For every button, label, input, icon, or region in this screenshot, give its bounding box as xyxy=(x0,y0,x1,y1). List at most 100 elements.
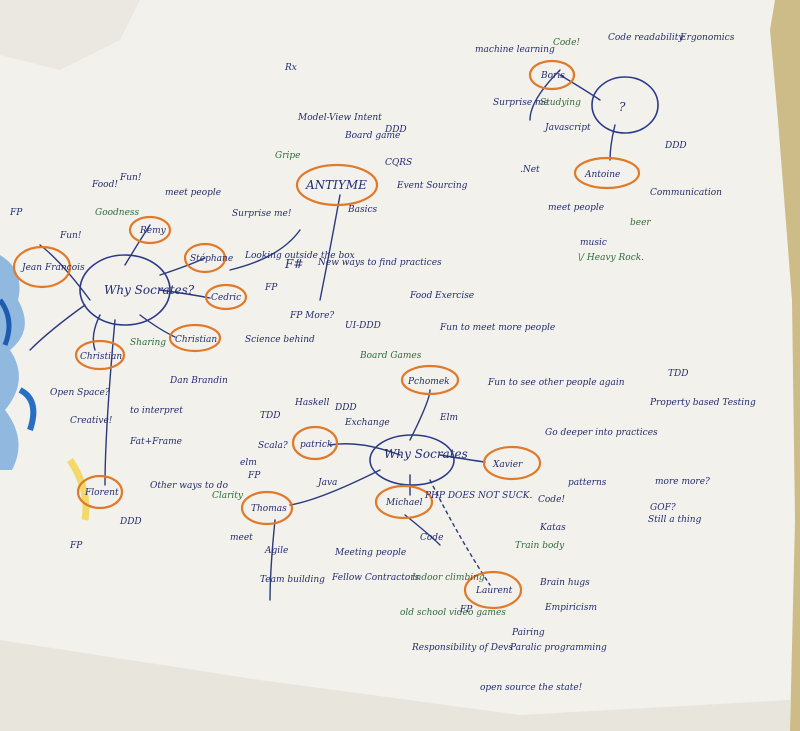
node-jean-francois: Jean Francois xyxy=(20,263,85,273)
node-laurent: Laurent xyxy=(475,586,513,596)
node-antoine: Antoine xyxy=(584,170,620,180)
note: Train body xyxy=(515,541,565,551)
note: Brain hugs xyxy=(539,578,590,588)
note: beer xyxy=(630,218,651,228)
note: Paralic programming xyxy=(509,643,607,653)
note: FP xyxy=(459,605,473,615)
node-antiyme: ANTIYME xyxy=(305,178,367,192)
note: Fun! xyxy=(119,173,142,183)
note: Code! xyxy=(538,495,565,505)
note: TDD xyxy=(260,411,280,421)
note: Empiricism xyxy=(544,603,597,613)
note: Food! xyxy=(91,180,118,190)
note: Fun to see other people again xyxy=(487,378,625,388)
note: FP More? xyxy=(289,311,334,321)
node-question: ? xyxy=(619,100,626,114)
node-thomas: Thomas xyxy=(251,504,287,514)
note: Team building xyxy=(260,575,325,585)
connection-lines xyxy=(29,69,616,601)
note: Code readability xyxy=(608,33,684,43)
note: DDD xyxy=(384,125,407,135)
note: DDD xyxy=(119,517,142,527)
note: machine learning xyxy=(475,45,555,55)
note: Exchange xyxy=(344,418,390,428)
note: Creative! xyxy=(70,416,113,426)
note: GOF? xyxy=(650,503,676,513)
note: Indoor climbing xyxy=(411,573,485,583)
note: Fat+Frame xyxy=(129,437,182,447)
note: Goodness xyxy=(95,208,140,218)
note: Studying xyxy=(540,98,581,108)
node-remy: Remy xyxy=(139,226,167,236)
note: more more? xyxy=(655,477,710,487)
note: Communication xyxy=(650,188,722,198)
note: Rx xyxy=(284,63,297,73)
node-michael: Michael xyxy=(385,498,423,508)
node-why-socrates-left: Why Socrates? xyxy=(104,283,195,297)
note: Clarity xyxy=(212,491,244,501)
note: Basics xyxy=(347,205,378,215)
note: Elm xyxy=(439,413,458,423)
bubble-labels: Why Socrates? Jean Francois Remy Stéphan… xyxy=(20,71,626,596)
node-boris: Boris xyxy=(540,71,565,81)
note: Fun! xyxy=(59,231,82,241)
note: Haskell xyxy=(294,398,329,408)
note: DDD xyxy=(334,403,357,413)
note: Property based Testing xyxy=(649,398,756,408)
node-cedric: Cedric xyxy=(211,293,241,303)
paper-fold xyxy=(0,640,790,731)
note: patterns xyxy=(568,478,607,488)
note: FP xyxy=(69,541,83,551)
free-notes: FP Fun! Food! Fun! meet people Goodness … xyxy=(9,33,756,693)
note: PHP DOES NOT SUCK. xyxy=(424,491,532,501)
note: Science behind xyxy=(245,335,315,345)
note: Fun to meet more people xyxy=(439,323,555,333)
note: Exercise xyxy=(434,291,474,301)
note: music xyxy=(580,238,607,248)
note: DDD xyxy=(664,141,687,151)
note: Food xyxy=(409,291,433,301)
node-why-socrates-center: Why Socrates xyxy=(384,447,468,461)
note: Meeting people xyxy=(334,548,406,558)
note: Katas xyxy=(539,523,566,533)
note: meet people xyxy=(548,203,604,213)
note: Scala? xyxy=(258,441,288,451)
note: Looking outside the box xyxy=(244,251,355,261)
note: Still a thing xyxy=(648,515,702,525)
note: Java xyxy=(316,478,337,488)
note: FP xyxy=(264,283,278,293)
node-stephane: Stéphane xyxy=(190,253,233,264)
note: Board game xyxy=(344,131,400,141)
note: FP xyxy=(247,471,261,481)
note: F# xyxy=(284,257,303,271)
note: Code xyxy=(420,533,443,543)
note: Sharing xyxy=(130,338,166,348)
node-florent: Florent xyxy=(84,488,119,498)
note: New ways to find practices xyxy=(317,258,442,268)
node-xavier: Xavier xyxy=(492,460,523,470)
note: Board Games xyxy=(359,351,422,361)
note: Surprise me xyxy=(493,98,549,108)
note: Code! xyxy=(553,38,580,48)
note: Javascript xyxy=(543,123,591,133)
note: Agile xyxy=(264,546,288,556)
note: UI-DDD xyxy=(345,321,381,331)
node-christian-2: Christian xyxy=(80,352,122,362)
note: TDD xyxy=(668,369,688,379)
note: Fellow Contractors xyxy=(331,573,420,583)
note: \/ Heavy Rock. xyxy=(578,253,644,263)
blue-marker-blotch xyxy=(0,255,90,521)
note: Go deeper into practices xyxy=(545,428,658,438)
note: Open Space? xyxy=(50,388,110,398)
note: CQRS xyxy=(385,158,412,168)
note: Responsibility of Devs xyxy=(411,643,513,653)
note: to interpret xyxy=(130,406,183,416)
note: Gripe xyxy=(275,151,300,161)
node-pchomek: Pchomek xyxy=(407,377,450,387)
node-christian: Christian xyxy=(175,335,217,345)
note: Event Sourcing xyxy=(396,181,468,191)
note: old school video games xyxy=(400,608,506,618)
